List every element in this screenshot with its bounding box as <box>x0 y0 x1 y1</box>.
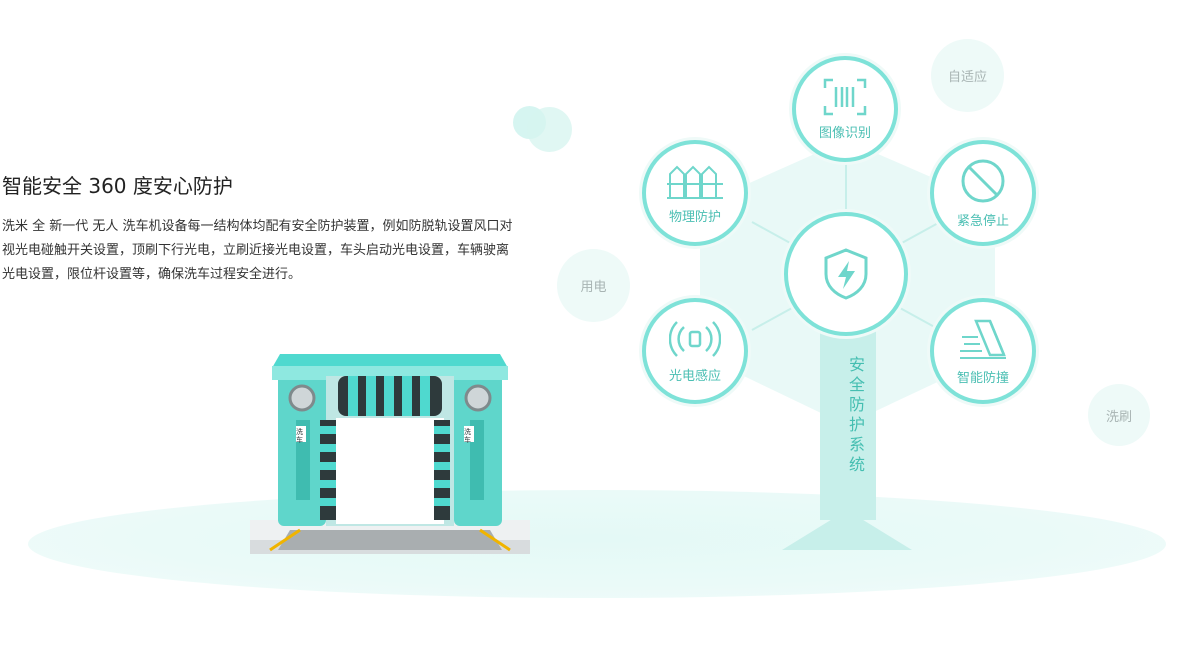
bubble-zishiying: 自适应 <box>931 39 1004 112</box>
node-physical-protection: 物理防护 <box>642 140 748 246</box>
bubble-yongdian: 用电 <box>557 249 630 322</box>
node-image-recognition: 图像识别 <box>792 56 898 162</box>
node-emergency-stop: 紧急停止 <box>930 140 1036 246</box>
system-trunk-base <box>782 510 912 550</box>
node-smart-anti-collision: 智能防撞 <box>930 298 1036 404</box>
car-wash-machine-illustration <box>250 354 530 554</box>
fence-icon <box>667 165 723 199</box>
node-label: 物理防护 <box>668 209 721 225</box>
bubble-xishua: 洗刷 <box>1088 384 1150 446</box>
barcode-scan-icon <box>823 78 867 115</box>
section-description: 洗米 全 新一代 无人 洗车机设备每一结构体均配有安全防护装置，例如防脱轨设置风… <box>2 219 513 282</box>
system-label: 安全防护系统 <box>846 356 865 476</box>
machine-side-label-right: 洗车 <box>464 428 471 444</box>
machine-side-label-left: 洗车 <box>296 428 303 444</box>
node-label: 光电感应 <box>668 368 721 384</box>
ground-ellipse <box>28 490 1166 598</box>
section-title: 智能安全 360 度安心防护 <box>2 174 233 198</box>
collision-bumper-icon <box>960 319 1006 359</box>
system-trunk <box>820 320 876 520</box>
stop-prohibited-icon <box>961 159 1005 202</box>
node-label: 图像识别 <box>818 125 871 141</box>
node-center-shield <box>784 212 908 336</box>
node-label: 智能防撞 <box>956 370 1009 386</box>
node-label: 紧急停止 <box>956 213 1009 229</box>
shield-lightning-icon <box>824 248 868 300</box>
photoelectric-sensor-icon <box>669 320 721 357</box>
decorative-bubble <box>527 107 572 152</box>
node-photoelectric-sensing: 光电感应 <box>642 298 748 404</box>
